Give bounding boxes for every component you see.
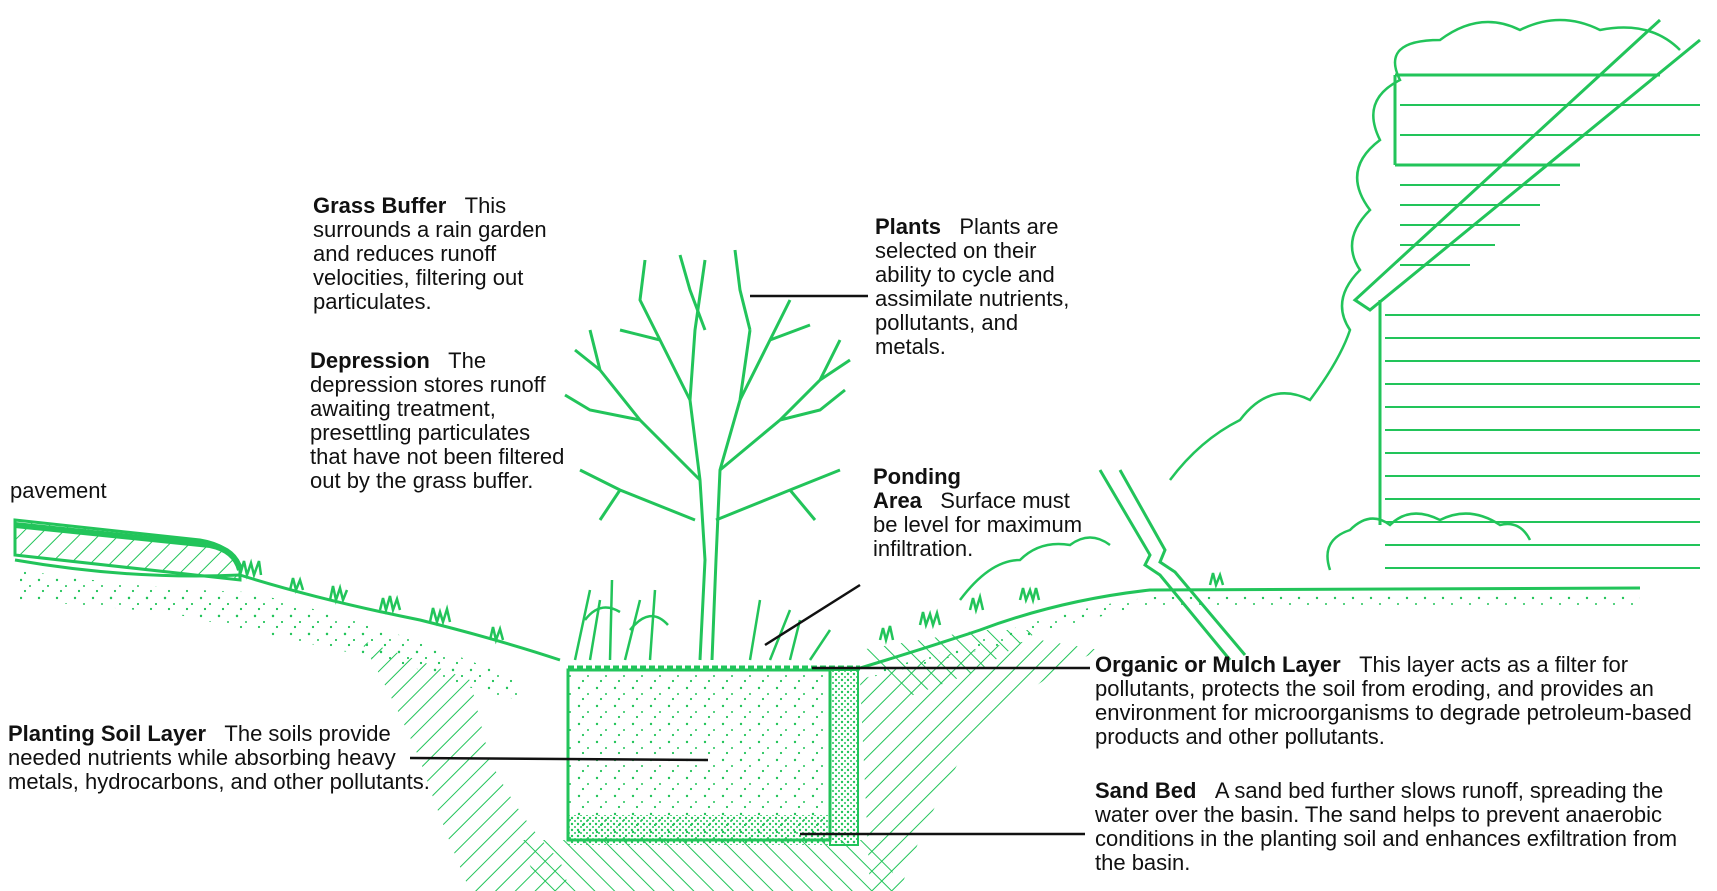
planting-soil-basin [568, 670, 830, 840]
sand-bed-label: Sand Bed A sand bed further slows runoff… [1095, 779, 1695, 875]
organic-mulch-label: Organic or Mulch Layer This layer acts a… [1095, 653, 1695, 749]
organic-mulch-title: Organic or Mulch Layer [1095, 652, 1341, 677]
background-shrubs [1170, 20, 1680, 480]
planting-soil-title: Planting Soil Layer [8, 721, 206, 746]
grass-buffer-label: Grass Buffer This surrounds a rain garde… [313, 194, 583, 314]
depression-label: Depression The depression stores runoff … [310, 349, 565, 493]
plants-label: Plants Plants are selected on their abil… [875, 215, 1085, 359]
depression-title: Depression [310, 348, 430, 373]
sand-bed-title: Sand Bed [1095, 778, 1196, 803]
plants-title: Plants [875, 214, 941, 239]
leader-ponding [765, 585, 860, 645]
grass-buffer-title: Grass Buffer [313, 193, 446, 218]
downspout [1100, 470, 1245, 660]
sand-bed [568, 815, 858, 845]
subsoil-hatch-bottom [520, 840, 900, 891]
house-siding [1385, 105, 1700, 568]
ponding-area-label: Ponding Area Surface must be level for m… [873, 465, 1093, 561]
planting-soil-label: Planting Soil Layer The soils provide ne… [8, 722, 448, 794]
pavement-label: pavement [10, 478, 107, 504]
sand-bed-side [830, 670, 858, 845]
house [1355, 20, 1700, 525]
grass-tufts [240, 561, 1223, 640]
tree [565, 250, 850, 660]
